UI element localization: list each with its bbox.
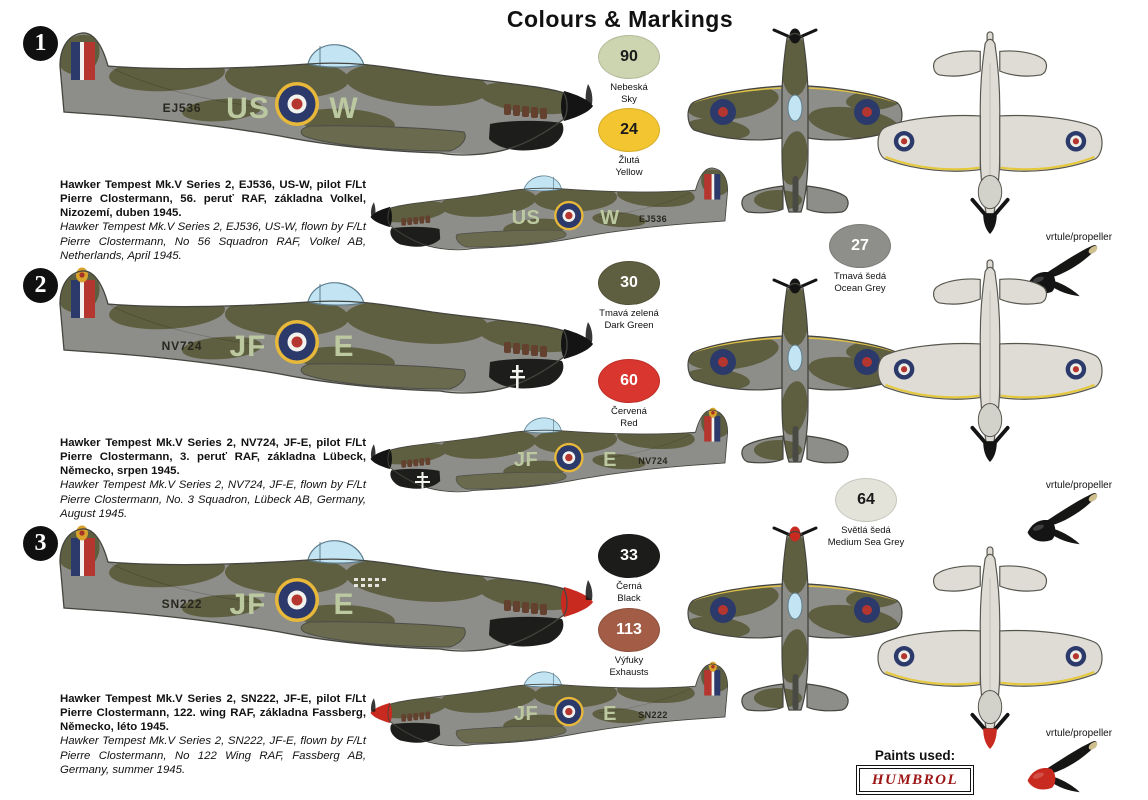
paint-name-czech: Výfuky: [614, 655, 644, 666]
paint-name-czech: Černá: [616, 581, 642, 592]
paint-swatch-64: 64 Světlá šedá Medium Sea Grey: [818, 478, 914, 549]
paint-name-english: Medium Sea Grey: [827, 536, 905, 548]
squadron-code-right: E: [603, 449, 617, 471]
scheme-1-number-badge: 1: [23, 26, 58, 61]
paint-number: 90: [620, 48, 638, 65]
scheme-2-number-badge: 2: [23, 268, 58, 303]
serial-number: NV724: [638, 456, 668, 466]
paint-chip: 113: [598, 608, 660, 652]
paint-swatch-33: 33 Černá Black: [581, 534, 677, 605]
propeller-label: vrtule/propeller: [1045, 728, 1113, 739]
squadron-code-right: E: [333, 330, 354, 363]
scheme-1-caption: Hawker Tempest Mk.V Series 2, EJ536, US-…: [60, 178, 366, 263]
paint-name-english: Black: [617, 592, 641, 604]
humbrol-brand-text: HUMBROL: [871, 771, 959, 788]
paint-name-czech: Tmavá šedá: [833, 271, 887, 282]
scheme-3-side-profile-small: JF E SN222: [368, 658, 733, 763]
paint-swatch-27: 27 Tmavá šedá Ocean Grey: [812, 224, 908, 295]
paint-name-english: Dark Green: [604, 319, 654, 331]
squadron-code-right: W: [329, 92, 358, 125]
paint-chip: 64: [835, 478, 897, 522]
propeller-label: vrtule/propeller: [1045, 480, 1113, 491]
humbrol-logo: HUMBROL: [856, 765, 974, 795]
paint-swatch-24: 24 Žlutá Yellow: [581, 108, 677, 179]
scheme-3-caption: Hawker Tempest Mk.V Series 2, SN222, JF-…: [60, 692, 366, 777]
scheme-2-side-profile-large: NV724 JF E: [52, 262, 597, 417]
squadron-code-left: US: [512, 207, 541, 229]
serial-number: EJ536: [163, 101, 202, 115]
propeller-label: vrtule/propeller: [1045, 232, 1113, 243]
cross-of-lorraine-marking: [510, 365, 525, 390]
squadron-code-left: JF: [229, 330, 266, 363]
serial-number: EJ536: [639, 214, 667, 224]
scheme-3-side-profile-large: SN222 JF E: [52, 520, 597, 675]
page-title: Colours & Markings: [506, 6, 734, 32]
paint-number: 24: [620, 121, 638, 138]
caption-english: Hawker Tempest Mk.V Series 2, EJ536, US-…: [60, 221, 366, 262]
paint-number: 64: [857, 491, 875, 508]
scheme-1-side-profile-small: US W EJ536: [368, 162, 733, 267]
caption-czech: Hawker Tempest Mk.V Series 2, SN222, JF-…: [60, 693, 366, 734]
caption-english: Hawker Tempest Mk.V Series 2, SN222, JF-…: [60, 735, 366, 776]
paint-swatch-60: 60 Červená Red: [581, 359, 677, 430]
paint-swatch-30: 30 Tmavá zelená Dark Green: [581, 261, 677, 332]
squadron-code-left: JF: [229, 588, 266, 621]
serial-number: SN222: [638, 710, 668, 720]
paint-number: 27: [851, 237, 869, 254]
caption-czech: Hawker Tempest Mk.V Series 2, NV724, JF-…: [60, 437, 366, 478]
paint-number: 30: [620, 274, 638, 291]
paint-chip: 30: [598, 261, 660, 305]
paint-name-czech: Žlutá: [618, 155, 640, 166]
paint-chip: 27: [829, 224, 891, 268]
paint-name-czech: Tmavá zelená: [599, 308, 659, 319]
paint-name-czech: Nebeská: [610, 82, 648, 93]
propeller-3: [1027, 740, 1099, 793]
kill-markings: [354, 578, 386, 587]
paint-name-english: Exhausts: [609, 666, 649, 678]
paint-name-english: Yellow: [615, 166, 643, 178]
scheme-1-side-profile-large: EJ536 US W: [52, 24, 597, 179]
paint-swatch-113: 113 Výfuky Exhausts: [581, 608, 677, 679]
paint-chip: 90: [598, 35, 660, 79]
serial-number: SN222: [162, 597, 203, 611]
cross-of-lorraine-marking: [415, 472, 430, 490]
paints-used-label: Paints used:: [874, 748, 956, 763]
paint-number: 33: [620, 547, 638, 564]
squadron-code-right: W: [600, 207, 619, 229]
paint-name-english: Red: [620, 417, 638, 429]
paint-chip: 60: [598, 359, 660, 403]
propeller-2: [1027, 492, 1099, 545]
paint-name-english: Sky: [621, 93, 637, 105]
caption-english: Hawker Tempest Mk.V Series 2, NV724, JF-…: [60, 479, 366, 520]
scheme-2-caption: Hawker Tempest Mk.V Series 2, NV724, JF-…: [60, 436, 366, 521]
paint-name-czech: Světlá šedá: [841, 525, 891, 536]
paint-name-czech: Červená: [611, 406, 647, 417]
paint-name-english: Ocean Grey: [834, 282, 886, 294]
scheme-number: 1: [34, 30, 47, 56]
scheme-3-bottom-view: [876, 545, 1104, 750]
squadron-code-left: US: [226, 92, 270, 125]
squadron-code-right: E: [333, 588, 354, 621]
paint-chip: 24: [598, 108, 660, 152]
paint-chip: 33: [598, 534, 660, 578]
scheme-3-number-badge: 3: [23, 526, 58, 561]
scheme-1-bottom-view: [876, 30, 1104, 235]
squadron-code-right: E: [603, 703, 617, 725]
scheme-2-side-profile-small: JF E NV724: [368, 404, 733, 509]
caption-czech: Hawker Tempest Mk.V Series 2, EJ536, US-…: [60, 179, 366, 220]
paint-number: 113: [616, 621, 642, 638]
scheme-number: 2: [34, 272, 47, 298]
paint-swatch-90: 90 Nebeská Sky: [581, 35, 677, 106]
squadron-code-left: JF: [514, 703, 538, 725]
squadron-code-left: JF: [514, 449, 538, 471]
serial-number: NV724: [162, 339, 203, 353]
scheme-number: 3: [34, 530, 47, 556]
paint-number: 60: [620, 372, 638, 389]
